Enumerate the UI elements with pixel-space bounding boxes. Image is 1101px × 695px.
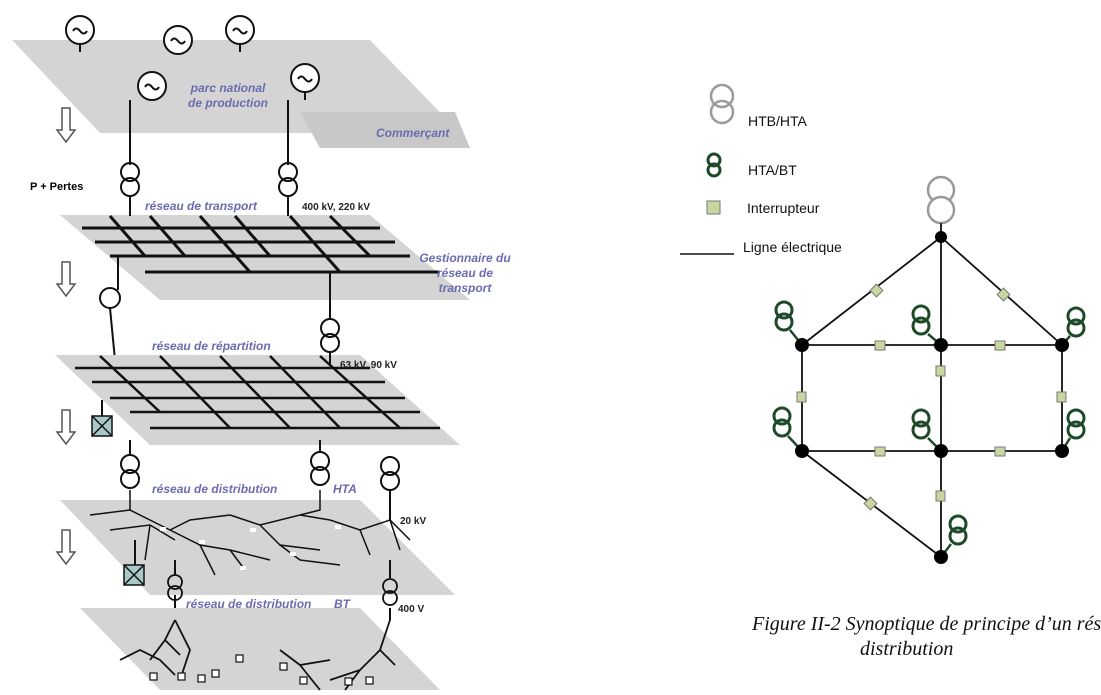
- transport-label: réseau de transport: [145, 199, 258, 213]
- hta-label: HTA: [333, 482, 357, 496]
- layered-network-diagram: parc national de production Commerçant r…: [12, 15, 511, 691]
- bt-label: BT: [334, 597, 352, 611]
- transformer-icon: [120, 162, 298, 197]
- bt-network: [119, 619, 396, 691]
- switch-box-icon: [123, 564, 145, 586]
- hta-bt-transformer-icon: [772, 300, 1086, 546]
- gestionnaire-label-2: réseau de: [437, 266, 493, 280]
- production-label: parc national: [190, 81, 266, 95]
- legend-htb-hta: HTB/HTA: [748, 113, 808, 129]
- commercant-label: Commerçant: [376, 126, 450, 140]
- commercant-plane: [300, 112, 470, 148]
- network-node: [795, 231, 1069, 564]
- meter-icon: [149, 654, 374, 686]
- production-plane: [12, 40, 460, 133]
- voltage-repartition: 63 kV, 90 kV: [340, 360, 397, 371]
- gestionnaire-label-1: Gestionnaire du: [419, 251, 511, 265]
- distribution-bt-plane: [80, 608, 440, 690]
- distribution-network-diagram: [772, 175, 1086, 564]
- legend-hta-bt: HTA/BT: [748, 162, 797, 178]
- switch-box-icon: [91, 415, 113, 437]
- switch-icon: [796, 283, 1067, 511]
- switch-icon: [706, 200, 721, 215]
- transformer-icon: [120, 451, 400, 491]
- voltage-transport: 400 kV, 220 kV: [302, 202, 370, 213]
- legend: HTB/HTA HTA/BT Interrupteur Ligne électr…: [680, 83, 842, 255]
- voltage-bt: 400 V: [398, 604, 424, 615]
- production-label-2: de production: [188, 96, 268, 110]
- hta-network: [89, 490, 411, 576]
- legend-interrupteur: Interrupteur: [747, 200, 820, 216]
- repartition-label: réseau de répartition: [152, 339, 271, 353]
- htb-hta-transformer-icon: [709, 83, 735, 125]
- distribution-bt-label: réseau de distribution: [186, 597, 311, 611]
- voltage-hta: 20 kV: [400, 516, 426, 527]
- flow-label: P + Pertes: [30, 181, 83, 193]
- gestionnaire-label-3: transport: [439, 281, 493, 295]
- htb-hta-transformer-icon: [926, 175, 956, 225]
- figure-caption-line-2: distribution: [860, 638, 954, 660]
- repartition-plane: [55, 355, 460, 445]
- down-arrow-icon: [55, 107, 77, 566]
- figure-caption: Figure II-2 Synoptique de principe d’un …: [752, 613, 1101, 635]
- transport-grid: [82, 214, 440, 274]
- distribution-hta-label: réseau de distribution: [152, 482, 277, 496]
- repartition-grid: [75, 355, 440, 430]
- hta-bt-transformer-icon: [706, 152, 722, 178]
- legend-ligne: Ligne électrique: [743, 239, 842, 255]
- transformer-icon: [167, 574, 398, 606]
